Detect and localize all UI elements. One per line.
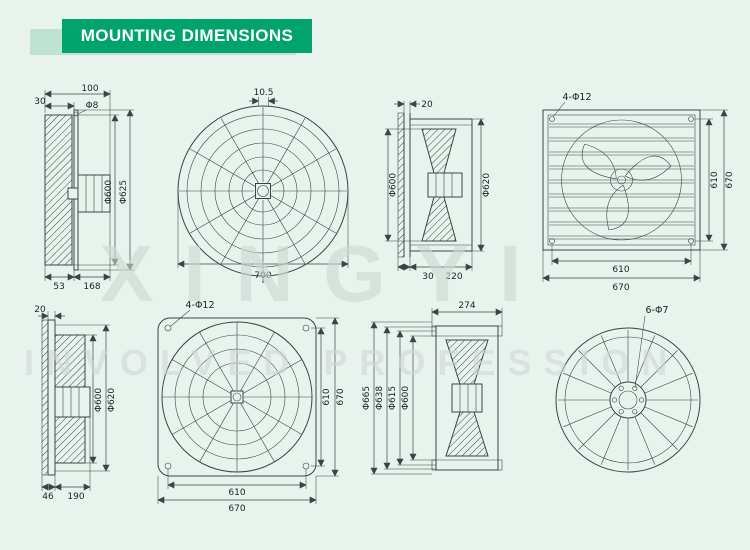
dim-depth-b: 220 bbox=[445, 272, 462, 282]
dim-inner-h: 610 bbox=[228, 488, 245, 498]
dim-overall: Φ625 bbox=[119, 180, 129, 204]
diagram-round-guard-front-view: 10.5 700 bbox=[177, 88, 349, 283]
diagram-shutter-fan-front-view: 4-Φ12 610 670 610 670 bbox=[542, 92, 735, 293]
guard-grille bbox=[157, 317, 317, 477]
diagram-drum-fan-side-view: 20 Φ600 Φ620 30 220 bbox=[384, 100, 492, 282]
dim-hub-offset: 10.5 bbox=[253, 88, 273, 98]
dim-depth-total: 100 bbox=[81, 84, 98, 94]
dim-offset: 30 bbox=[34, 97, 46, 107]
part-outline bbox=[431, 325, 503, 471]
dim-inner-v: 610 bbox=[322, 388, 332, 405]
dim-depth-b: 168 bbox=[83, 282, 100, 292]
dimensions: 10.5 700 bbox=[177, 88, 349, 281]
dim-inner-h: 610 bbox=[612, 265, 629, 275]
dim-casing: Φ620 bbox=[482, 173, 492, 198]
guard-grille bbox=[177, 105, 349, 283]
dim-outer-v: 670 bbox=[336, 388, 346, 405]
diagram-round-guard-front-view-2: 6-Φ7 bbox=[555, 305, 701, 473]
dim-depth-a: 53 bbox=[53, 282, 64, 292]
dim-impeller: Φ600 bbox=[104, 180, 114, 205]
page-title: MOUNTING DIMENSIONS bbox=[80, 26, 294, 45]
dim-plate: 20 bbox=[34, 305, 46, 315]
dim-depth-a: 30 bbox=[422, 272, 434, 282]
page-title-banner: MOUNTING DIMENSIONS bbox=[62, 19, 312, 53]
dim-bolt-circle: Φ638 bbox=[375, 386, 385, 411]
diagram-plate-fan-side-view: 100 30 Φ8 Φ600 Φ625 53 168 bbox=[34, 84, 134, 292]
part-outline bbox=[44, 109, 111, 271]
dim-outer-h: 670 bbox=[612, 283, 629, 293]
diagram-square-guard-front-view: 4-Φ12 610 670 610 670 bbox=[157, 300, 346, 514]
dim-impeller: Φ600 bbox=[389, 173, 399, 198]
diagram-plate-fan-side-view-2: 20 Φ600 Φ620 46 190 bbox=[34, 305, 117, 502]
dim-inner-v: 610 bbox=[710, 171, 720, 188]
dim-casing: Φ620 bbox=[107, 388, 117, 413]
dimensions: 20 Φ600 Φ620 46 190 bbox=[34, 305, 117, 502]
dimensions: 4-Φ12 610 670 610 670 bbox=[157, 300, 346, 514]
dim-outer-diameter: 700 bbox=[254, 271, 271, 281]
dimensions: 6-Φ7 bbox=[634, 305, 669, 389]
dim-depth-b: 190 bbox=[67, 492, 84, 502]
dim-ring: Φ615 bbox=[388, 386, 398, 410]
dim-impeller: Φ600 bbox=[401, 386, 411, 411]
dim-depth-a: 46 bbox=[42, 492, 54, 502]
dim-plate: 20 bbox=[421, 100, 433, 110]
part-outline bbox=[397, 112, 473, 258]
dim-impeller: Φ600 bbox=[94, 388, 104, 413]
dimensions: 4-Φ12 610 670 610 670 bbox=[542, 92, 735, 293]
dim-depth: 274 bbox=[458, 301, 475, 311]
part-outline bbox=[41, 319, 91, 476]
shutter-frame bbox=[542, 109, 701, 251]
diagram-duct-fan-side-view: 274 Φ665 Φ638 Φ615 Φ600 bbox=[362, 301, 503, 475]
dim-hub-holes: 6-Φ7 bbox=[646, 305, 669, 316]
guard-grille bbox=[555, 327, 701, 473]
dim-hole: Φ8 bbox=[86, 101, 99, 111]
dim-flange: Φ665 bbox=[362, 386, 372, 410]
dimensions: 100 30 Φ8 Φ600 Φ625 53 168 bbox=[34, 84, 134, 292]
dim-mount-holes: 4-Φ12 bbox=[185, 300, 214, 311]
dimensions: 274 Φ665 Φ638 Φ615 Φ600 bbox=[362, 301, 503, 475]
dim-outer-h: 670 bbox=[228, 504, 245, 514]
dimensions: 20 Φ600 Φ620 30 220 bbox=[384, 100, 492, 282]
dim-outer-v: 670 bbox=[725, 171, 735, 188]
dim-mount-holes: 4-Φ12 bbox=[562, 92, 591, 103]
